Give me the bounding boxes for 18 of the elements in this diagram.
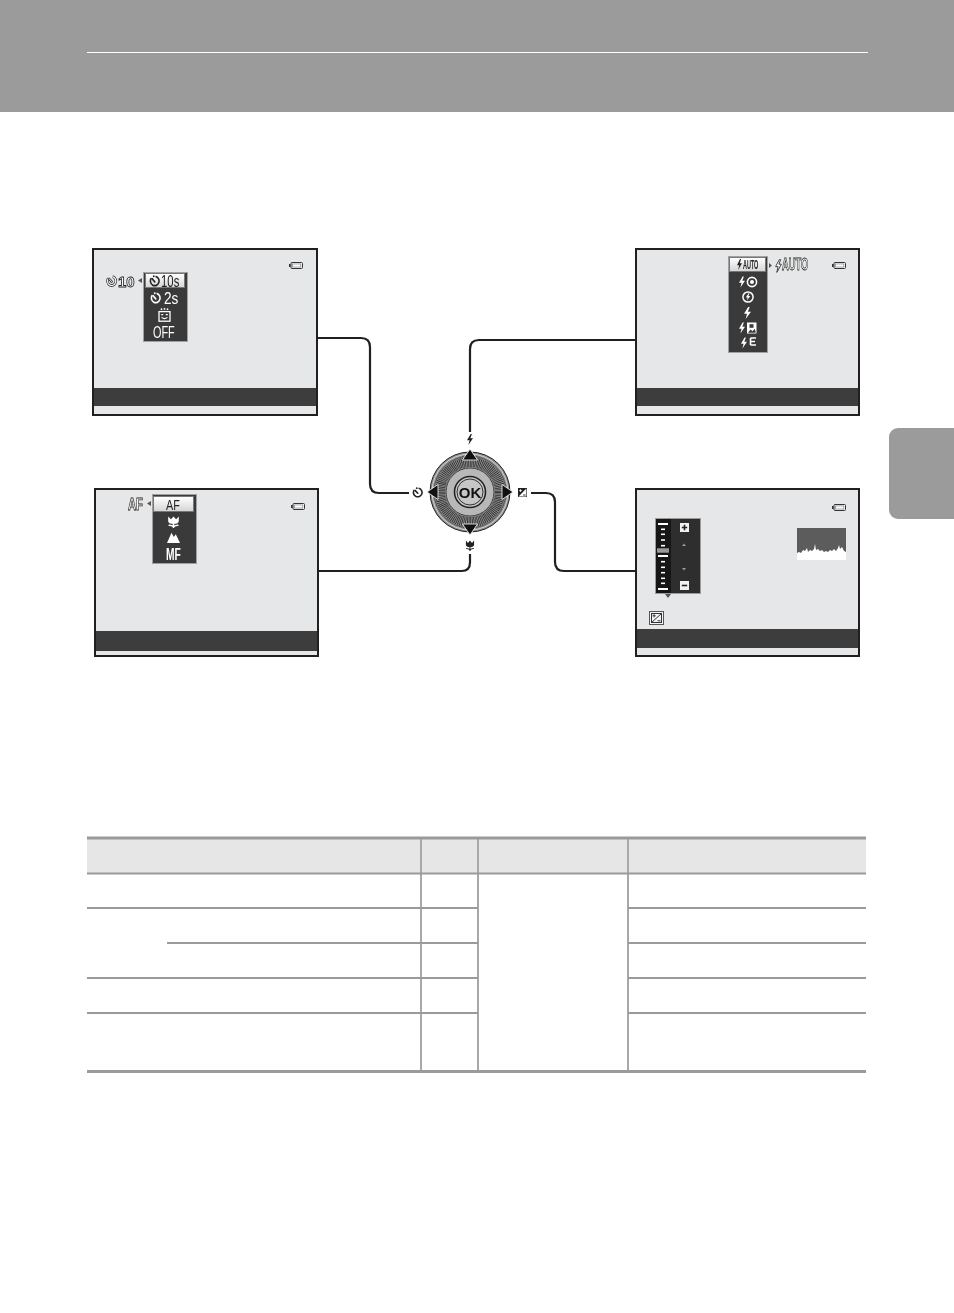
side-tab — [889, 428, 954, 519]
menu-option: OFF — [153, 324, 175, 341]
camera-screen — [635, 248, 860, 416]
camera-screen — [92, 248, 318, 416]
menu-option: AUTO — [743, 258, 759, 271]
status-indicator: 10 — [118, 274, 135, 289]
status-indicator: AUTO — [782, 257, 809, 273]
connector-line — [531, 491, 635, 573]
camera-screen — [94, 488, 319, 657]
ok-label: OK — [458, 484, 482, 500]
connector-line — [318, 336, 409, 495]
menu-option: MF — [166, 547, 181, 563]
menu-option: 10s — [161, 274, 180, 290]
connector-line — [468, 338, 635, 432]
menu-option: AF — [166, 497, 180, 512]
menu-option: 2s — [164, 291, 179, 307]
status-indicator: AF — [128, 497, 143, 513]
camera-screen — [635, 488, 860, 657]
